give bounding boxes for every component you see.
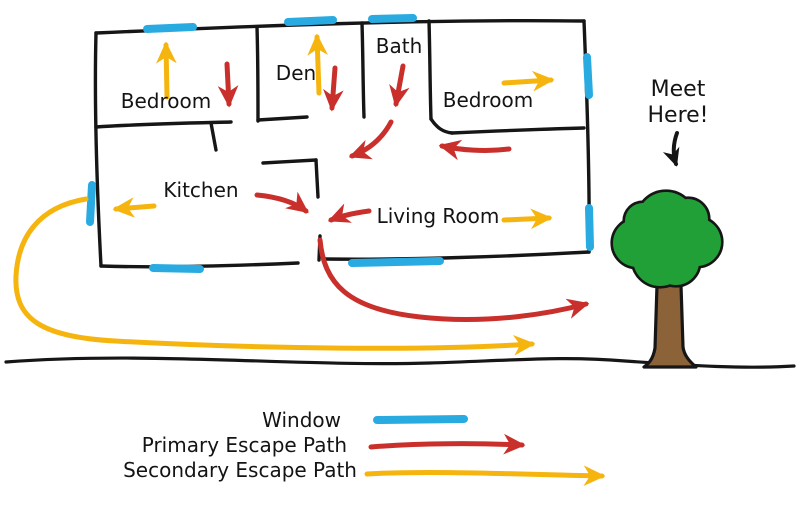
tree-canopy-fill [613,192,721,286]
window-marker-bedroom-right-side [583,53,593,99]
legend-secondary-arrow [364,465,606,487]
primary-escape-route-path [317,237,590,323]
wall-bedroom-den [255,25,260,123]
kitchen-primary-arrow [254,191,309,214]
window-marker-living-bottom [348,257,444,267]
hallway-turn-primary-arrow [348,119,394,160]
legend-window-swatch [373,415,468,424]
house-floor-plan [93,18,591,269]
secondary-escape-arrows [13,33,555,356]
bedroom-left-label: Bedroom [121,89,211,113]
tree-canopy-lobe-fill [653,239,699,285]
wall-bath-bedroom [427,19,433,121]
secondary-escape-route-path [13,196,536,356]
room-labels: Bedroom Den Bath Bedroom Kitchen Living … [121,34,533,228]
kitchen-label: Kitchen [163,178,238,202]
bedroom-left-primary-arrow [217,61,239,108]
meet-here-arrow [662,131,680,167]
wall-bath-elbow [429,117,454,135]
window-marker-bedroom-left-top [143,23,197,33]
living-room-label: Living Room [377,204,500,228]
legend-window-label: Window [262,408,341,432]
legend-primary-label: Primary Escape Path [142,433,347,457]
den-label: Den [276,61,316,85]
legend-primary-arrow [368,433,526,455]
den-primary-arrow [323,65,344,112]
meeting-point-callout: Meet Here! [648,77,709,167]
tree-canopy-lobe-fill [625,203,661,239]
wall-kitchen-hall-top [261,158,318,165]
kitchen-secondary-arrow [112,197,157,218]
den-secondary-arrow [307,33,329,96]
wall-den-bottom [256,115,309,122]
window-marker-kitchen-bottom [149,264,204,273]
windows [86,14,594,273]
legend-secondary-label: Secondary Escape Path [123,458,357,482]
bedroom-right-secondary-arrow [501,70,555,92]
legend: Window Primary Escape Path Secondary Esc… [123,408,606,487]
exterior-wall-bottom-right [322,250,591,261]
window-marker-den-top [284,16,337,26]
tree-trunk [642,283,698,369]
living-room-primary-arrow [327,203,372,223]
window-marker-bath-top [368,14,417,23]
tree [610,189,724,369]
ground-line [4,356,796,369]
living-room-secondary-arrow [501,208,553,230]
wall-bedroom-right-bottom [450,126,586,135]
window-marker-living-side [585,204,594,251]
primary-escape-arrows [217,61,590,323]
bath-primary-arrow [389,63,410,108]
wall-bedroom-left-bottom [94,120,233,129]
wall-den-bath [360,21,366,119]
tree-canopy-lobe-fill [668,199,708,239]
bedroom-right-label: Bedroom [443,88,533,112]
bath-label: Bath [376,34,423,58]
wall-hall-stub [209,121,218,152]
wall-hall-living-upper [314,158,320,199]
bedroom-left-secondary-arrow [156,41,177,100]
bedroom-right-primary-arrow [438,139,512,161]
meet-here-line2: Here! [648,103,709,128]
window-marker-kitchen-side [86,181,96,226]
meet-here-line1: Meet [651,77,706,102]
exterior-wall-left [93,31,103,268]
